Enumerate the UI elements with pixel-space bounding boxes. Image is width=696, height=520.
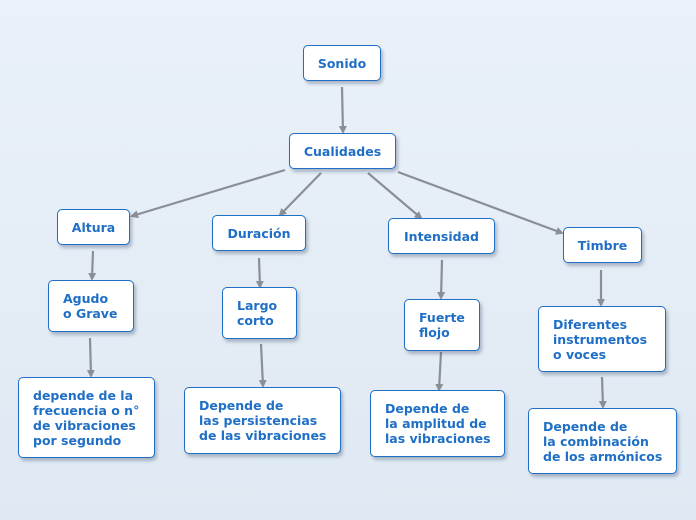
node-altura[interactable]: Altura [57,209,130,245]
node-timbre-description[interactable]: Depende de la combinación de los armónic… [528,408,677,474]
node-intensidad-description[interactable]: Depende de la amplitud de las vibracione… [370,390,505,457]
node-cualidades[interactable]: Cualidades [289,133,396,169]
node-diferentes-instrumentos-label: Diferentes instrumentos o voces [553,316,648,362]
arrow-cualidades-duracion [278,172,322,217]
node-largo-corto-label: Largo corto [237,298,278,328]
arrow-cualidades-altura [130,168,286,219]
arrow-largo-desc [258,343,267,388]
node-largo-corto[interactable]: Largo corto [222,287,297,339]
node-diferentes-instrumentos[interactable]: Diferentes instrumentos o voces [538,306,666,372]
node-sonido-label: Sonido [317,55,367,71]
arrow-intensidad-fuerte [437,259,446,300]
node-cualidades-label: Cualidades [303,143,382,159]
arrow-cualidades-timbre [397,170,564,235]
arrow-sonido-cualidades [338,86,347,134]
node-timbre-label: Timbre [577,237,628,253]
arrow-fuerte-desc [435,351,444,392]
node-duracion-label: Duración [227,225,291,241]
arrow-agudo-desc [86,337,95,378]
node-sonido[interactable]: Sonido [303,45,381,81]
node-intensidad[interactable]: Intensidad [388,218,495,254]
node-altura-description[interactable]: depende de la frecuencia o n° de vibraci… [18,377,155,458]
node-intensidad-label: Intensidad [404,228,479,244]
node-timbre-description-label: Depende de la combinación de los armónic… [543,418,663,464]
node-intensidad-description-label: Depende de la amplitud de las vibracione… [385,401,491,446]
node-agudo-grave[interactable]: Agudo o Grave [48,280,134,332]
node-duracion-description[interactable]: Depende de las persistencias de las vibr… [184,387,341,454]
node-timbre[interactable]: Timbre [563,227,642,263]
node-duracion-description-label: Depende de las persistencias de las vibr… [199,398,327,443]
node-agudo-grave-label: Agudo o Grave [63,291,118,321]
node-fuerte-flojo[interactable]: Fuerte flojo [404,299,480,351]
node-altura-description-label: depende de la frecuencia o n° de vibraci… [33,387,140,448]
arrow-altura-agudo [88,250,97,281]
node-fuerte-flojo-label: Fuerte flojo [419,310,465,340]
node-altura-label: Altura [71,219,116,235]
node-duracion[interactable]: Duración [212,215,306,251]
arrow-cualidades-intensidad [367,172,423,220]
arrow-duracion-largo [255,257,264,289]
arrow-diferentes-desc [598,376,607,409]
